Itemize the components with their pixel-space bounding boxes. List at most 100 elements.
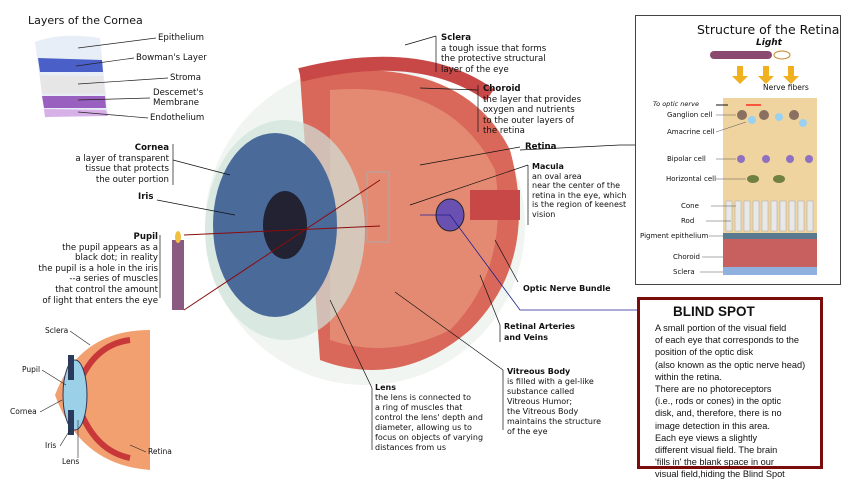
vitreous-line: substance called xyxy=(507,387,575,396)
cs-label-pupil: Pupil xyxy=(22,365,41,374)
cs-label-cornea: Cornea xyxy=(10,407,37,416)
sclera-line: layer of the eye xyxy=(441,64,509,75)
sclera-line: a tough issue that forms xyxy=(441,43,547,54)
lens-line: a ring of muscles that xyxy=(375,403,463,412)
label-membrane: Membrane xyxy=(153,98,200,108)
candle-icon xyxy=(172,240,184,310)
eye-cross-section xyxy=(39,330,150,470)
macula-title: Macula xyxy=(532,162,564,171)
blind-spot-line: There are no photoreceptors xyxy=(655,384,772,395)
lens-annotation: Lens the lens is connected to a ring of … xyxy=(375,383,483,453)
blind-spot-text: A small portion of the visual field of e… xyxy=(655,322,805,481)
choroid-title: Choroid xyxy=(483,84,521,94)
eyeball xyxy=(172,56,525,385)
optic-nerve-shape xyxy=(470,190,520,220)
optic-nerve-label: Optic Nerve Bundle xyxy=(523,284,611,293)
cornea-layers-illustration xyxy=(35,35,169,119)
vitreous-line: Vitreous Humor; xyxy=(507,397,573,406)
blind-spot-line: within the retina. xyxy=(655,371,722,382)
pigment-epithelium-label: Pigment epithelium xyxy=(640,232,709,240)
macula-line: an oval area xyxy=(532,171,582,181)
lens-line: the lens is connected to xyxy=(375,393,471,402)
pupil-line: that control the amount xyxy=(55,284,158,295)
cs-label-sclera: Sclera xyxy=(45,326,69,335)
light-arrows xyxy=(732,66,799,84)
sclera-annotation: Sclera a tough issue that forms the prot… xyxy=(441,33,546,75)
nerve-fibers-label: Nerve fibers xyxy=(763,83,809,92)
candle-icon xyxy=(710,51,772,59)
amacrine-cell-label: Amacrine cell xyxy=(667,128,715,136)
horizontal-cell-label: Horizontal cell xyxy=(666,175,717,183)
pupil-title: Pupil xyxy=(133,232,158,242)
cs-label-retina: Retina xyxy=(148,447,172,456)
lens-line: distances from us xyxy=(375,443,447,452)
vitreous-line: the Vitreous Body xyxy=(507,407,579,416)
cornea-title: Cornea xyxy=(134,143,169,153)
cornea-line: tissue that protects xyxy=(85,164,169,175)
blind-spot-line: position of the optic disk xyxy=(655,347,754,358)
retinal-vessels-line: and Veins xyxy=(504,332,548,342)
choroid-line: the layer that provides xyxy=(483,94,582,105)
lens-title: Lens xyxy=(375,383,396,392)
blind-spot-line: (i.e., rods or cones) in the optic xyxy=(655,396,782,407)
pupil-annotation: Pupil the pupil appears as a black dot; … xyxy=(38,232,158,306)
label-bowmans-layer: Bowman's Layer xyxy=(136,53,207,63)
pupil-line: --a series of muscles xyxy=(69,274,158,285)
cs-label-lens: Lens xyxy=(62,457,80,466)
label-epithelium: Epithelium xyxy=(158,33,204,43)
cone-label: Cone xyxy=(681,202,699,210)
blind-spot-line: image detection in this area. xyxy=(655,420,770,431)
bipolar-cell-label: Bipolar cell xyxy=(667,155,706,163)
cornea-line: a layer of transparent xyxy=(75,153,169,164)
blind-spot-line: Each eye views a slightly xyxy=(655,432,758,443)
macula-annotation: Macula an oval area near the center of t… xyxy=(532,162,626,219)
choroid-line: oxygen and nutrients xyxy=(483,105,575,116)
vitreous-line: is filled with a gel-like xyxy=(507,377,594,386)
pupil-line: the pupil appears as a xyxy=(62,242,158,253)
pupil-shape xyxy=(263,191,307,259)
blind-spot-line: 'fills in' the blank space in our xyxy=(655,457,774,468)
label-descemets: Descemet's xyxy=(153,88,204,98)
label-stroma: Stroma xyxy=(170,73,202,83)
retina-structure-title: Structure of the Retina xyxy=(697,22,840,37)
blind-spot-panel: BLIND SPOT A small portion of the visual… xyxy=(637,297,823,479)
retinal-vessels-label: Retinal Arteries and Veins xyxy=(504,322,575,343)
lens-line: focus on objects of varying xyxy=(375,433,484,442)
macula-line: is the region of keenest xyxy=(532,200,627,209)
vitreous-annotation: Vitreous Body is filled with a gel-like … xyxy=(507,367,601,437)
blind-spot-line: disk, and, therefore, there is no xyxy=(655,408,782,419)
blind-spot-line: A small portion of the visual field xyxy=(655,323,787,333)
rod-label: Rod xyxy=(681,217,695,225)
retina-layers-illustration xyxy=(700,50,817,275)
cs-label-iris: Iris xyxy=(45,441,57,450)
macula-line: near the center of the xyxy=(532,181,621,190)
lens-line: control the lens' depth and xyxy=(375,413,483,422)
sclera-title: Sclera xyxy=(441,33,472,43)
sclera-layer-label: Sclera xyxy=(673,268,695,276)
lens-line: diameter, allowing us to xyxy=(375,423,472,432)
label-endothelium: Endothelium xyxy=(150,113,205,123)
choroid-annotation: Choroid the layer that provides oxygen a… xyxy=(483,84,581,137)
choroid-line: the retina xyxy=(483,126,525,137)
iris-label: Iris xyxy=(138,192,154,202)
retina-label: Retina xyxy=(525,142,557,152)
blind-spot-title: BLIND SPOT xyxy=(673,304,755,319)
macula-line: retina in the eye, which xyxy=(532,190,627,200)
cornea-annotation: Cornea a layer of transparent tissue tha… xyxy=(75,143,169,185)
cornea-line: the outer portion xyxy=(95,174,169,185)
choroid-line: to the outer layers of xyxy=(483,115,574,126)
macula-line: vision xyxy=(532,209,556,219)
vitreous-line: of the eye xyxy=(507,427,548,436)
ganglion-cell-label: Ganglion cell xyxy=(667,111,713,119)
vitreous-title: Vitreous Body xyxy=(507,367,571,376)
sclera-line: the protective structural xyxy=(441,54,546,65)
pupil-line: black dot; in reality xyxy=(75,253,158,264)
light-label: Light xyxy=(756,38,782,48)
blind-spot-line: visual field,hiding the Blind Spot xyxy=(655,469,785,480)
pupil-line: of light that enters the eye xyxy=(42,295,158,306)
choroid-layer-label: Choroid xyxy=(673,253,701,261)
retinal-vessels-line: Retinal Arteries xyxy=(504,322,576,331)
blind-spot-line: of each eye that corresponds to the xyxy=(655,335,800,346)
pupil-line: the pupil is a hole in the iris xyxy=(38,263,158,274)
